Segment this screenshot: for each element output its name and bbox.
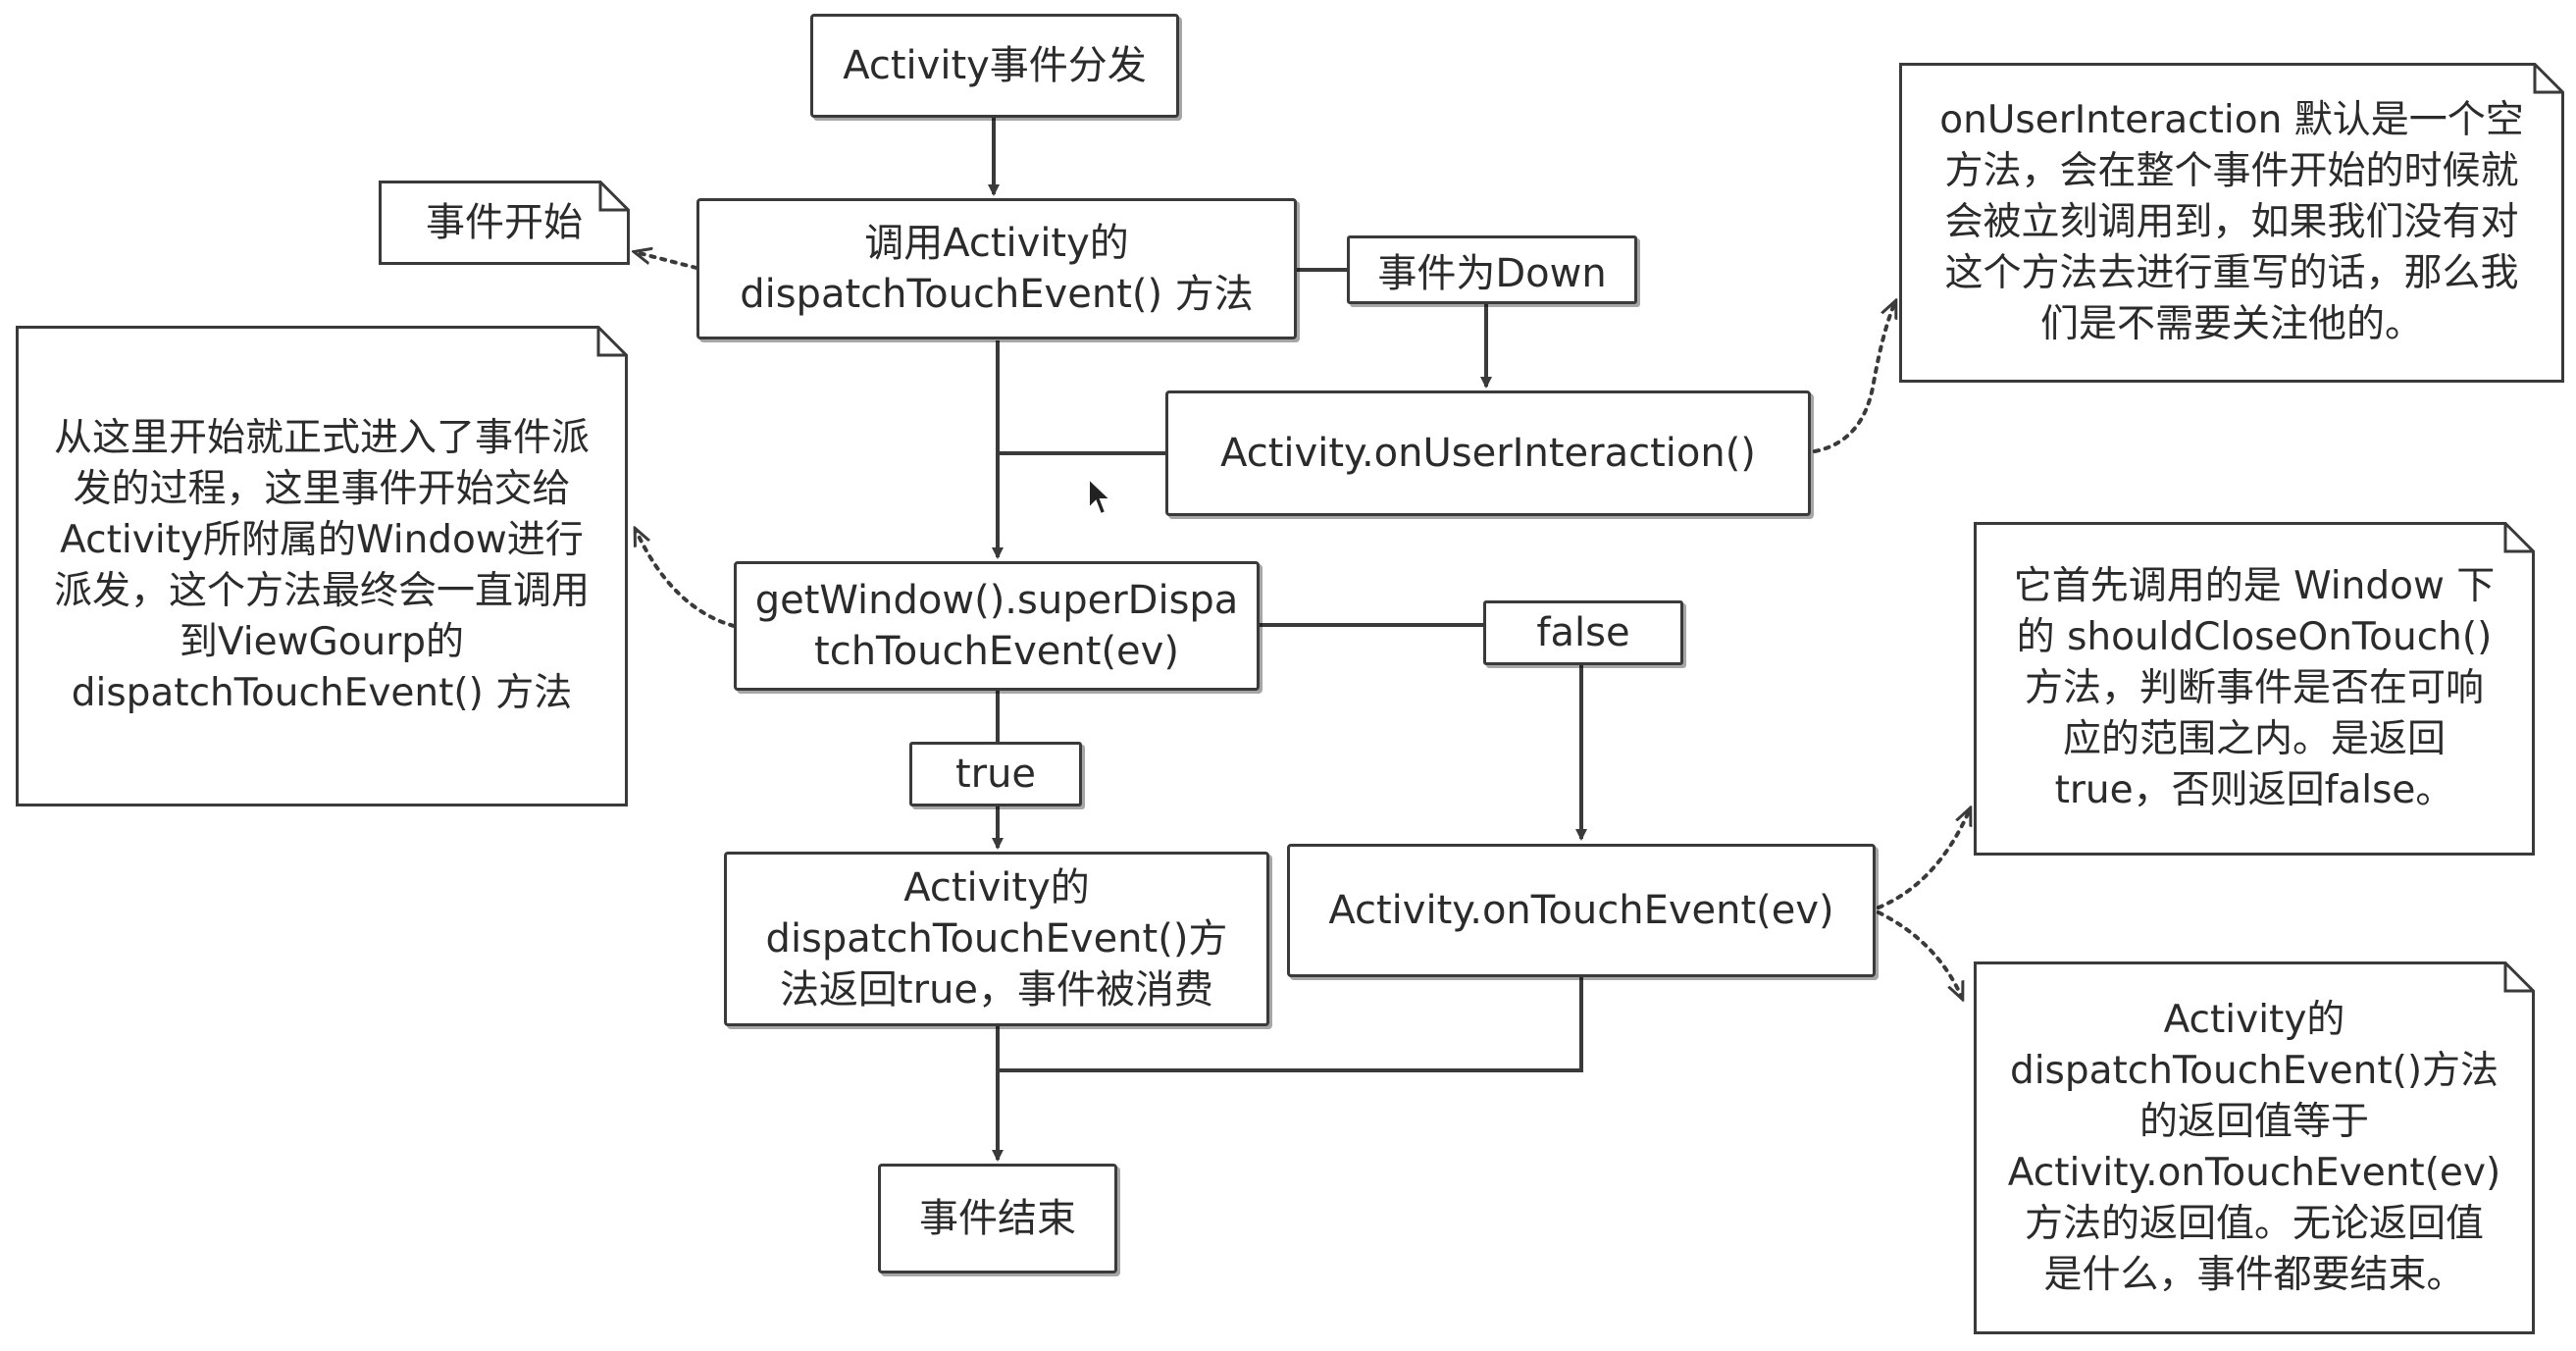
- user-interaction-text: Activity.onUserInteraction(): [1220, 431, 1756, 476]
- note-should-close-line: 它首先调用的是 Window 下: [2013, 564, 2496, 608]
- note-should-close-line: 的 shouldCloseOnTouch(): [2016, 615, 2493, 659]
- title-node: Activity事件分发: [810, 14, 1179, 118]
- dispatch-line-2: dispatchTouchEvent() 方法: [740, 272, 1254, 317]
- dispatch-touch-event-node: 调用Activity的 dispatchTouchEvent() 方法: [696, 198, 1297, 339]
- consumed-line-2: dispatchTouchEvent()方: [765, 916, 1228, 961]
- note-dispatch-start-line: 从这里开始就正式进入了事件派: [53, 416, 590, 460]
- super-dispatch-line-1: getWindow().superDispa: [754, 578, 1239, 623]
- mouse-pointer-icon: [1088, 477, 1113, 516]
- edge-label-down: 事件为Down: [1347, 235, 1637, 304]
- note-user-interaction-line: onUserInteraction 默认是一个空: [1939, 98, 2524, 142]
- note-dispatch-start-line: dispatchTouchEvent() 方法: [71, 671, 573, 715]
- note-frame: [379, 181, 630, 265]
- note-frame: [1974, 522, 2535, 856]
- note-user-interaction-line: 方法，会在整个事件开始的时候就: [1944, 149, 2519, 193]
- note-should-close-line: 方法，判断事件是否在可响: [2024, 666, 2484, 710]
- note-user-interaction-line: 这个方法去进行重写的话，那么我: [1944, 251, 2519, 295]
- note-should-close-line: 应的范围之内。是返回: [2062, 717, 2446, 761]
- consumed-line-1: Activity的: [903, 865, 1090, 910]
- event-end-node: 事件结束: [878, 1164, 1117, 1273]
- note-user-interaction-line: 会被立刻调用到，如果我们没有对: [1944, 200, 2519, 244]
- event-end-text: 事件结束: [919, 1196, 1076, 1241]
- note-dispatch-start-line: 派发，这个方法最终会一直调用: [53, 569, 590, 613]
- note-user-interaction-line: 们是不需要关注他的。: [2039, 302, 2423, 346]
- note-frame: [1974, 961, 2535, 1334]
- note-event-start: 事件开始: [379, 181, 630, 265]
- dotted-link-dispatch-start: [636, 530, 736, 628]
- note-frame: [16, 326, 628, 806]
- dotted-link-return-value: [1877, 910, 1962, 998]
- note-dispatch-start-line: Activity所附属的Window进行: [60, 518, 584, 562]
- note-return-value-line: 方法的返回值。无论返回值: [2024, 1202, 2484, 1246]
- dispatch-line-1: 调用Activity的: [864, 221, 1129, 266]
- edge-label-true: true: [909, 742, 1082, 806]
- title-text: Activity事件分发: [843, 43, 1147, 88]
- note-should-close-line: true，否则返回false。: [2054, 768, 2454, 812]
- note-return-value-line: Activity.onTouchEvent(ev): [2007, 1151, 2501, 1195]
- consumed-line-3: 法返回true，事件被消费: [779, 967, 1214, 1013]
- dotted-link-userinteraction-note: [1813, 302, 1895, 453]
- note-frame: [1899, 63, 2564, 383]
- on-touch-event-node: Activity.onTouchEvent(ev): [1287, 844, 1876, 977]
- note-return-value-line: 是什么，事件都要结束。: [2043, 1253, 2465, 1297]
- edge-ontouch-merge: [998, 977, 1583, 1072]
- note-return-value-line: Activity的: [2163, 998, 2345, 1042]
- note-dispatch-start-line: 到ViewGourp的: [179, 620, 465, 664]
- note-return-value: Activity的 dispatchTouchEvent()方法 的返回值等于 …: [1974, 961, 2535, 1334]
- super-dispatch-node: getWindow().superDispa tchTouchEvent(ev): [734, 561, 1260, 691]
- dotted-link-event-start: [636, 252, 698, 270]
- user-interaction-node: Activity.onUserInteraction(): [1165, 390, 1811, 516]
- dotted-link-should-close: [1877, 809, 1970, 909]
- note-should-close: 它首先调用的是 Window 下 的 shouldCloseOnTouch() …: [1974, 522, 2535, 856]
- note-return-value-line: dispatchTouchEvent()方法: [2009, 1049, 2499, 1093]
- edge-label-false: false: [1483, 600, 1683, 665]
- note-dispatch-start: 从这里开始就正式进入了事件派 发的过程，这里事件开始交给 Activity所附属…: [16, 326, 628, 806]
- on-touch-event-text: Activity.onTouchEvent(ev): [1328, 888, 1834, 933]
- super-dispatch-line-2: tchTouchEvent(ev): [814, 629, 1179, 674]
- note-dispatch-start-line: 发的过程，这里事件开始交给: [73, 467, 571, 511]
- note-event-start-text: 事件开始: [426, 200, 583, 245]
- note-user-interaction: onUserInteraction 默认是一个空 方法，会在整个事件开始的时候就…: [1899, 63, 2564, 383]
- note-return-value-line: 的返回值等于: [2138, 1100, 2369, 1144]
- event-consumed-node: Activity的 dispatchTouchEvent()方 法返回true，…: [724, 852, 1269, 1026]
